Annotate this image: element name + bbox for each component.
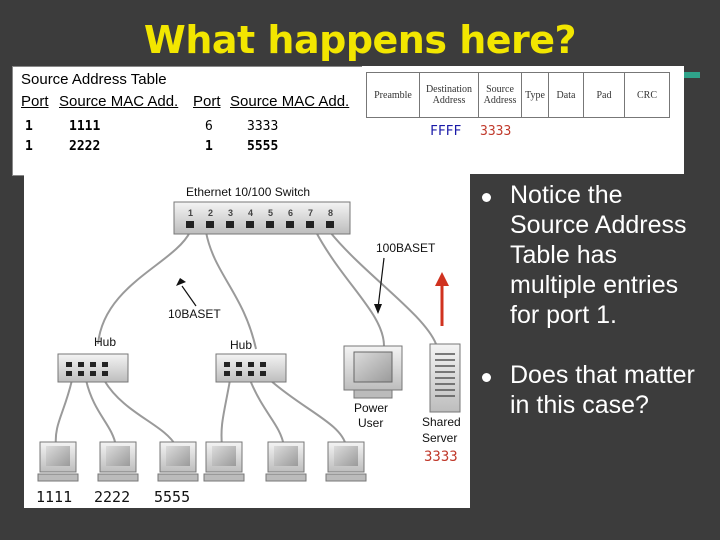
network-diagram: 1 2 3 4 5 6 7 8 Ethernet 10/100 Switch 1…: [24, 174, 470, 508]
pc-mac-5555: 5555: [154, 488, 190, 506]
bullet-text: Notice the Source Address Table has mult…: [510, 181, 687, 329]
switch-port-2: 2: [208, 208, 213, 218]
sat-heading: Source Address Table: [21, 71, 167, 88]
sat-cell: 1: [25, 139, 33, 154]
cables: [54, 231, 437, 447]
bullet-item: Does that matter in this case?: [478, 360, 708, 420]
pc-2222-icon: [97, 441, 139, 482]
bullet-dot-icon: [482, 193, 491, 202]
ethernet-frame: Preamble Destination Address Source Addr…: [362, 66, 684, 174]
cable-hub1-switch: [97, 231, 191, 345]
pc-4-icon: [203, 441, 245, 482]
sat-cell: 6: [205, 119, 213, 134]
sat-cell: 3333: [247, 119, 279, 134]
switch-port-6: 6: [288, 208, 293, 218]
frame-destination-value: FFFF: [430, 124, 462, 139]
cable-pc4-hub: [220, 379, 231, 447]
pc-mac-2222: 2222: [94, 488, 130, 506]
switch-port-8: 8: [328, 208, 333, 218]
hub-1: [57, 353, 129, 383]
cable-pc5-hub: [249, 379, 285, 447]
label-100baset: 100BASET: [376, 241, 436, 255]
frame-field-data: Data: [548, 72, 584, 118]
shared-server-label-1: Shared: [422, 415, 461, 429]
arrow-10baset-head: [176, 278, 186, 286]
pc-5-icon: [265, 441, 307, 482]
frame-field-preamble: Preamble: [366, 72, 420, 118]
frame-field-source: Source Address: [478, 72, 522, 118]
switch-port-1: 1: [188, 208, 193, 218]
switch-port-5: 5: [268, 208, 273, 218]
frame-field-type: Type: [521, 72, 549, 118]
cable-pc3-hub: [103, 379, 177, 447]
bullet-list: Notice the Source Address Table has mult…: [478, 180, 708, 450]
slide-title: What happens here?: [143, 18, 577, 62]
ethernet-switch: 1 2 3 4 5 6 7 8: [173, 201, 351, 235]
cable-server-switch: [329, 231, 437, 345]
hub-2-label: Hub: [230, 338, 252, 352]
arrow-10baset: [181, 285, 197, 307]
switch-label: Ethernet 10/100 Switch: [186, 185, 310, 199]
pc-1111-icon: [37, 441, 79, 482]
power-user-label-1: Power: [354, 401, 388, 415]
cable-hub2-switch: [205, 231, 257, 350]
cable-pc1-hub: [54, 379, 73, 447]
power-user-label-2: User: [358, 416, 383, 430]
sat-cell: 2222: [69, 139, 101, 154]
bullet-item: Notice the Source Address Table has mult…: [478, 180, 708, 330]
pc-5555-icon: [157, 441, 199, 482]
bullet-text: Does that matter in this case?: [510, 361, 695, 419]
frame-fields: Preamble Destination Address Source Addr…: [366, 72, 670, 118]
switch-port-4: 4: [248, 208, 253, 218]
network-diagram-svg: 1 2 3 4 5 6 7 8 Ethernet 10/100 Switch 1…: [36, 185, 461, 506]
sat-cell: 5555: [247, 139, 279, 154]
arrow-100baset: [377, 257, 385, 309]
arrow-100baset-head: [374, 304, 382, 314]
frame-field-crc: CRC: [624, 72, 670, 118]
sat-cell: 1: [25, 119, 33, 134]
sat-cell: 1111: [69, 119, 101, 134]
hub-2: [215, 353, 287, 383]
frame-source-value: 3333: [480, 124, 512, 139]
sat-col-port-1: Port: [21, 93, 49, 110]
hub-1-label: Hub: [94, 335, 116, 349]
power-user-computer-icon: [343, 345, 403, 399]
switch-port-3: 3: [228, 208, 233, 218]
sat-col-port-2: Port: [193, 93, 221, 110]
pc-icons: [37, 441, 367, 482]
sat-cell: 1: [205, 139, 213, 154]
shared-server-icon: [429, 343, 461, 413]
cable-pc2-hub: [85, 379, 117, 447]
shared-server-mac: 3333: [424, 449, 458, 465]
pc-mac-1111: 1111: [36, 488, 72, 506]
bullet-dot-icon: [482, 373, 491, 382]
cable-pc6-hub: [269, 379, 347, 447]
label-10baset: 10BASET: [168, 307, 221, 321]
sat-col-mac-2: Source MAC Add.: [230, 93, 350, 110]
switch-port-7: 7: [308, 208, 313, 218]
pc-6-icon: [325, 441, 367, 482]
arrow-red-server-head: [435, 272, 449, 286]
frame-field-pad: Pad: [583, 72, 625, 118]
cable-poweruser-switch: [315, 231, 385, 347]
shared-server-label-2: Server: [422, 431, 457, 445]
source-address-table: Source Address Table Port Source MAC Add…: [12, 66, 364, 176]
frame-field-destination: Destination Address: [419, 72, 479, 118]
sat-col-mac-1: Source MAC Add.: [59, 93, 179, 110]
